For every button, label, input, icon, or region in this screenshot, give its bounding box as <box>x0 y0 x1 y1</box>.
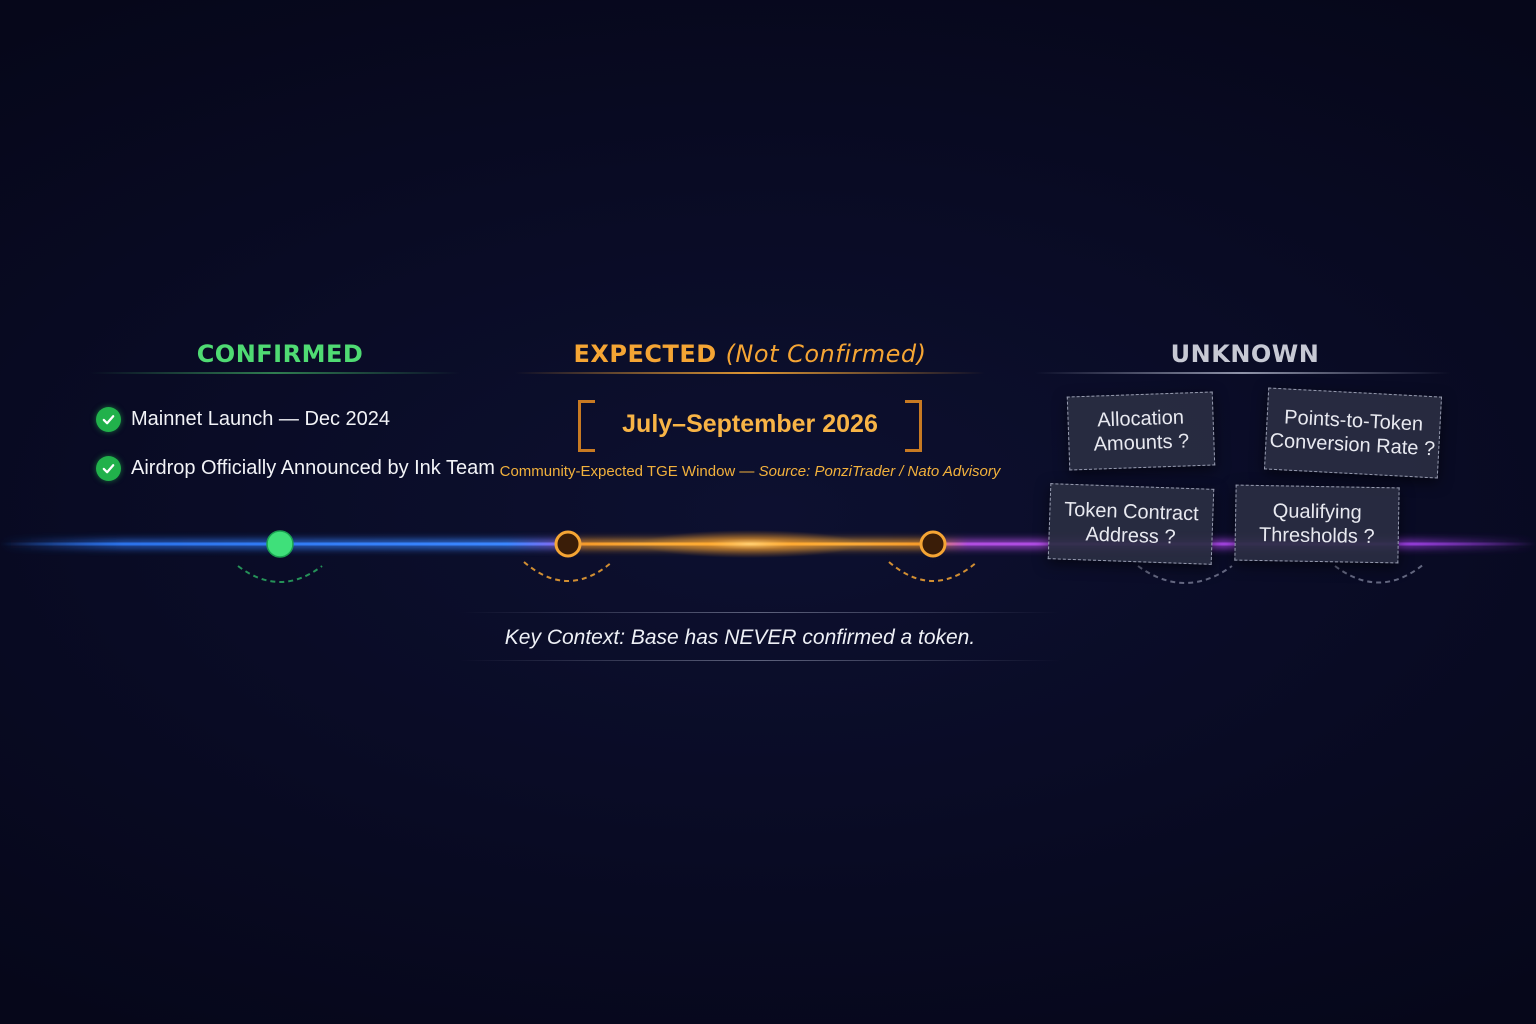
unknown-card-thresholds: Qualifying Thresholds ? <box>1234 484 1400 564</box>
key-context: Key Context: Base has NEVER confirmed a … <box>504 626 976 649</box>
confirmed-item-airdrop: Airdrop Officially Announced by Ink Team <box>96 454 495 482</box>
confirmed-divider <box>90 372 460 374</box>
expected-window-date: July–September 2026 <box>622 410 878 438</box>
expected-heading-title: EXPECTED <box>573 340 717 368</box>
timeline <box>0 530 1536 584</box>
timeline-node-confirmed <box>266 530 294 558</box>
unknown-card-allocation: Allocation Amounts ? <box>1066 391 1216 471</box>
expected-heading: EXPECTED (Not Confirmed) <box>515 336 985 376</box>
expected-caption-main: Community-Expected TGE Window — <box>499 463 759 480</box>
left-bracket <box>578 400 595 452</box>
node-reflection-expected-start <box>523 561 613 582</box>
check-circle-icon <box>96 455 121 481</box>
timeline-node-expected-start <box>554 530 582 558</box>
card-reflection-qualifying <box>1334 563 1425 584</box>
timeline-node-expected-end <box>919 530 947 558</box>
key-context-rule-top <box>460 612 1060 613</box>
right-bracket <box>905 400 922 452</box>
card-reflection-token <box>1137 565 1233 584</box>
expected-caption-source: Source: PonziTrader / Nato Advisory <box>758 463 1001 480</box>
node-reflection-expected-end <box>888 561 978 582</box>
expected-heading-qualifier: (Not Confirmed) <box>725 340 927 368</box>
unknown-heading: UNKNOWN <box>1170 340 1320 368</box>
check-circle-icon <box>96 406 121 432</box>
expected-window-caption: Community-Expected TGE Window — Source: … <box>480 460 1020 484</box>
timeline-line <box>0 530 1536 558</box>
confirmed-heading: CONFIRMED <box>196 340 364 368</box>
confirmed-item-label: Airdrop Officially Announced by Ink Team <box>131 456 495 479</box>
expected-divider <box>515 372 985 374</box>
unknown-divider <box>1035 372 1450 374</box>
unknown-card-conversion: Points-to-Token Conversion Rate ? <box>1263 387 1443 479</box>
key-context-rule-bottom <box>460 660 1060 661</box>
node-reflection-confirmed <box>237 565 323 583</box>
confirmed-item-mainnet: Mainnet Launch — Dec 2024 <box>96 405 390 433</box>
unknown-card-contract: Token Contract Address ? <box>1047 483 1215 565</box>
confirmed-item-label: Mainnet Launch — Dec 2024 <box>131 407 391 430</box>
